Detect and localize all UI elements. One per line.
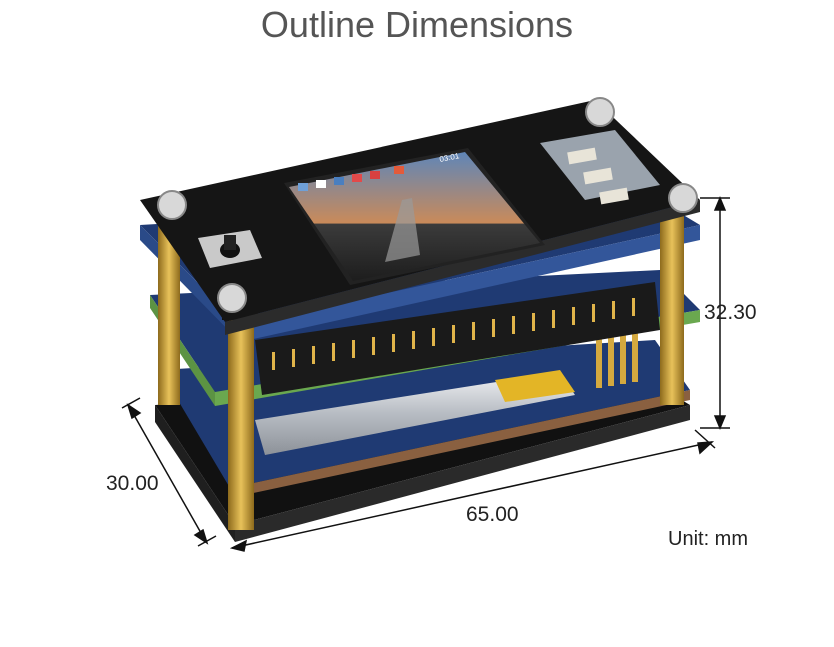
- pogo-pins: [596, 324, 638, 388]
- brass-standoffs: [158, 215, 684, 530]
- unit-label: Unit: mm: [668, 528, 748, 550]
- battery: [255, 370, 575, 455]
- length-dimension-label: 65.00: [466, 503, 519, 526]
- page-title: Outline Dimensions: [260, 4, 574, 45]
- side-buttons: [540, 130, 660, 205]
- depth-dimension-label: 30.00: [106, 472, 159, 495]
- lcd-screen: 03:01: [284, 148, 545, 285]
- screws: [157, 97, 698, 313]
- lcd-clock: 03:01: [439, 151, 461, 164]
- height-dimension-label: 32.30: [704, 301, 757, 324]
- dimension-lines: [121, 196, 730, 552]
- joystick: [198, 230, 262, 268]
- lcd-app-icons: [298, 166, 404, 191]
- pin-header: [255, 282, 660, 395]
